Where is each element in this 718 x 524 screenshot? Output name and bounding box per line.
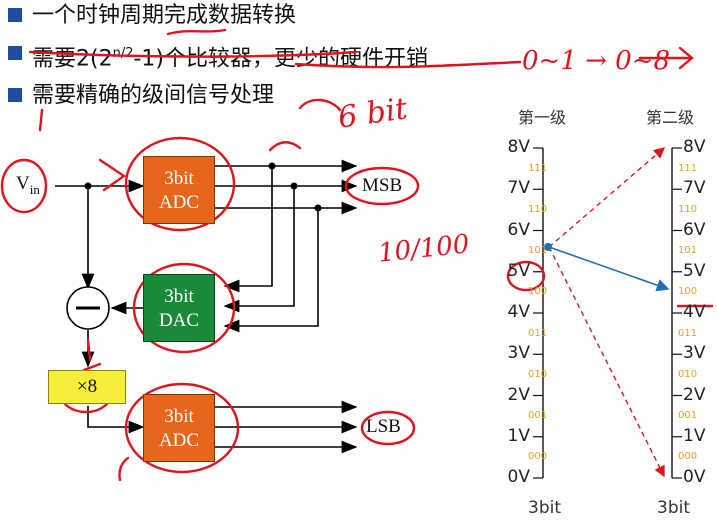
right-tick-label: 1V: [683, 425, 706, 446]
right-code-label: 011: [678, 327, 698, 339]
bullet-text-sup: n/2: [112, 46, 134, 61]
gain-block: ×8: [48, 370, 126, 404]
left-tick-label: 1V: [507, 425, 530, 446]
gain-label: ×8: [76, 376, 98, 397]
right-code-label: 111: [678, 162, 698, 174]
left-tick-label: 5V: [507, 260, 530, 281]
scale-tick-marks: [533, 147, 682, 479]
stage2-bits: 3bit: [657, 498, 690, 518]
bullet-square-icon: [8, 88, 22, 102]
stage1-bits: 3bit: [528, 498, 561, 518]
left-code-label: 001: [528, 410, 548, 422]
handwritten-range: 0~1 → 0~8: [522, 46, 671, 76]
dac-line2: DAC: [158, 310, 200, 331]
left-tick-label: 8V: [507, 137, 530, 157]
adc-stage2-block: 3bit ADC: [143, 394, 215, 462]
left-code-label: 010: [528, 368, 548, 380]
adc-stage1-block: 3bit ADC: [143, 156, 215, 224]
left-code-label: 110: [528, 203, 548, 215]
stage2-title: 第二级: [646, 108, 695, 127]
left-code-label: 101: [528, 245, 548, 257]
right-tick-label: 4V: [683, 302, 706, 322]
bullet-item: 一个时钟周期完成数据转换: [8, 2, 448, 30]
bullet-text-pre: 需要2(2: [32, 46, 113, 72]
right-tick-label: 8V: [683, 137, 706, 157]
junction-dots: [84, 162, 322, 212]
dac-block: 3bit DAC: [143, 274, 215, 342]
map-arrow-signal: [548, 246, 670, 292]
right-code-label: 000: [678, 451, 698, 463]
adc2-line1: 3bit: [164, 406, 194, 427]
right-tick-label: 7V: [683, 178, 706, 199]
left-code-label: 111: [528, 162, 548, 174]
bullet-square-icon: [8, 46, 22, 60]
left-tick-label: 2V: [507, 384, 530, 405]
signal-point: [544, 243, 552, 251]
left-code-label: 011: [528, 327, 548, 339]
adc1-line2: ADC: [158, 192, 200, 213]
bullet-square-icon: [8, 8, 22, 22]
map-arrow-top: [548, 147, 666, 248]
right-code-label: 101: [678, 245, 698, 257]
left-code-label: 100: [528, 286, 548, 298]
left-tick-label: 7V: [507, 178, 530, 199]
vin-label: Vin: [16, 173, 40, 197]
left-code-label: 000: [528, 451, 548, 463]
right-tick-label: 2V: [683, 384, 706, 405]
right-tick-label: 6V: [683, 219, 706, 240]
adc2-line2: ADC: [158, 430, 200, 451]
left-tick-label: 3V: [507, 343, 530, 364]
map-arrow-bottom: [548, 246, 665, 478]
left-tick-label: 0V: [507, 467, 530, 487]
lsb-label: LSB: [366, 416, 401, 437]
bullet-text: 一个时钟周期完成数据转换: [32, 3, 297, 28]
stage1-title: 第一级: [518, 108, 567, 127]
right-code-label: 010: [678, 368, 698, 380]
left-tick-label: 4V: [507, 302, 530, 322]
right-tick-label: 3V: [683, 343, 706, 364]
right-code-label: 110: [678, 203, 698, 215]
bullet-item: 需要精确的级间信号处理: [8, 82, 448, 110]
dac-line1: 3bit: [164, 286, 194, 307]
adc1-line1: 3bit: [164, 168, 194, 189]
subtractor-node: [66, 286, 110, 330]
left-tick-label: 6V: [507, 219, 530, 240]
msb-label: MSB: [362, 175, 403, 196]
right-tick-label: 5V: [683, 260, 706, 281]
right-code-label: 001: [678, 410, 698, 422]
right-code-label: 100: [678, 286, 698, 298]
bullet-text: 需要精确的级间信号处理: [32, 83, 275, 108]
right-tick-label: 0V: [683, 467, 706, 487]
